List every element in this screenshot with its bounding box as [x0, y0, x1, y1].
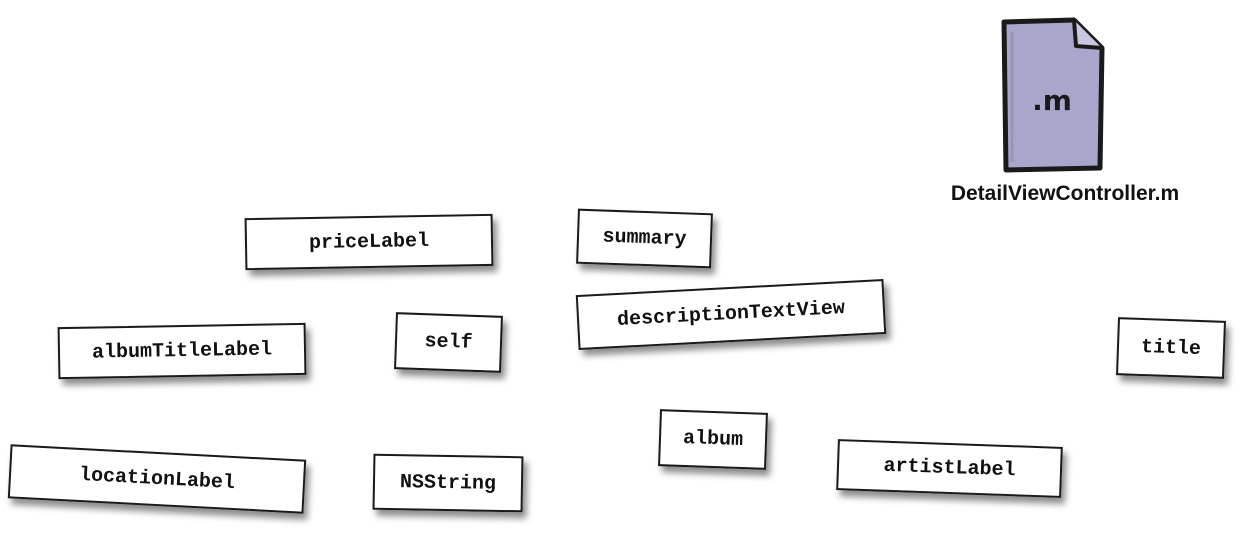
magnet-descriptionTextView[interactable]: descriptionTextView [575, 278, 887, 351]
magnet-summary[interactable]: summary [576, 208, 713, 269]
magnet-album[interactable]: album [658, 409, 768, 470]
magnet-title[interactable]: title [1116, 317, 1226, 379]
file-caption: DetailViewController.m [950, 182, 1180, 205]
magnet-artistLabel[interactable]: artistLabel [836, 439, 1063, 498]
magnet-self[interactable]: self [394, 312, 503, 373]
magnet-NSString[interactable]: NSString [372, 453, 524, 513]
magnet-albumTitleLabel[interactable]: albumTitleLabel [57, 322, 307, 380]
file-icon: .m [1001, 17, 1105, 173]
file-extension-label: .m [1032, 84, 1072, 117]
magnet-locationLabel[interactable]: locationLabel [7, 444, 307, 514]
magnet-priceLabel[interactable]: priceLabel [244, 213, 494, 271]
